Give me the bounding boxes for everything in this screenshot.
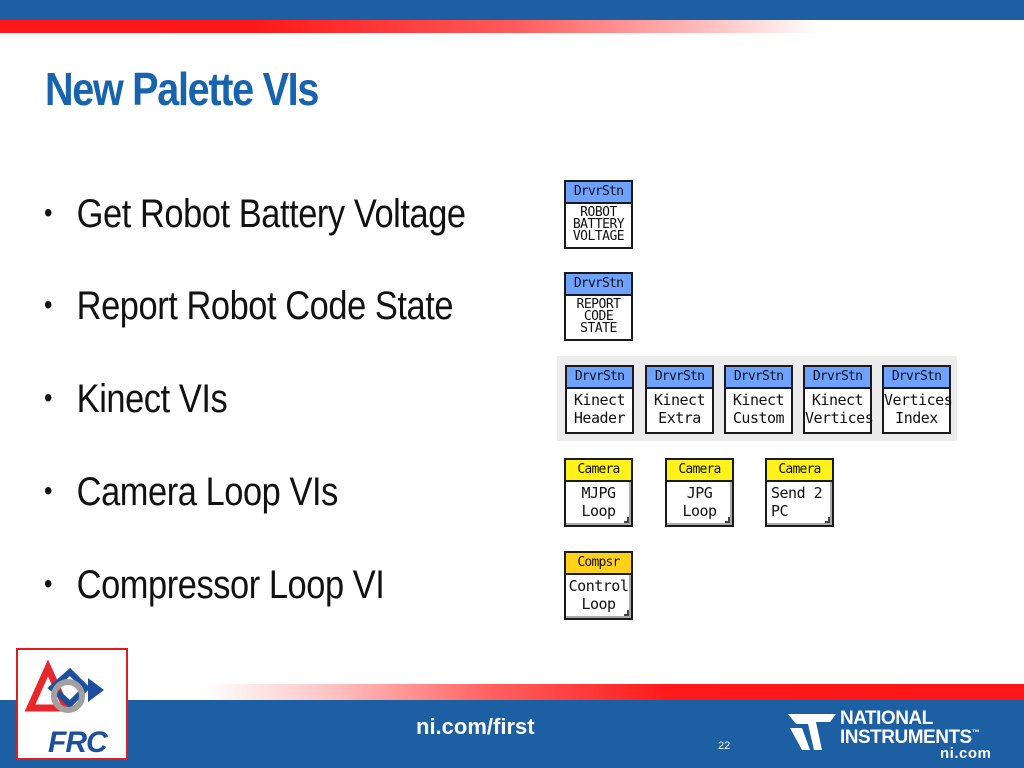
ni-name-text: INSTRUMENTS: [840, 727, 972, 748]
slide-title: New Palette VIs: [45, 63, 319, 115]
loop-corner-icon: [624, 517, 629, 523]
camera-send-2-pc-vi-icon[interactable]: Camera Send 2 PC: [765, 458, 834, 527]
bullet-text: Get Robot Battery Voltage: [76, 192, 466, 236]
icon-label: Control Loop: [568, 577, 629, 613]
bullet-item: • Kinect VIs: [44, 377, 228, 422]
icon-header: DrvrStn: [726, 367, 791, 389]
top-blue-band: [0, 0, 1024, 20]
camera-jpg-loop-vi-icon[interactable]: Camera JPG Loop: [665, 458, 734, 527]
compressor-control-loop-vi-icon[interactable]: Compsr Control Loop: [564, 551, 633, 620]
loop-corner-icon: [624, 610, 629, 616]
icon-header: Camera: [767, 460, 832, 482]
bullet-marker: •: [44, 382, 53, 413]
icon-label: JPG Loop: [682, 484, 717, 520]
bottom-blue-band: [0, 700, 1024, 768]
icon-label: Kinect Vertices: [805, 391, 874, 427]
icon-header: Camera: [667, 460, 732, 482]
ni-eagle-icon: [788, 714, 836, 750]
bullet-marker: •: [44, 289, 53, 320]
icon-label: ROBOT BATTERY VOLTAGE: [572, 205, 625, 244]
icon-header: DrvrStn: [567, 367, 632, 389]
icon-label: MJPG Loop: [581, 484, 616, 520]
icon-label: Kinect Extra: [653, 391, 706, 427]
ni-name-line2: INSTRUMENTS™: [840, 727, 980, 749]
icon-label: Send 2 PC: [771, 484, 823, 520]
frc-emblem-icon: [24, 659, 104, 713]
footer-url: ni.com/first: [416, 714, 535, 739]
bullet-item: • Get Robot Battery Voltage: [44, 192, 466, 237]
bullet-text: Kinect VIs: [76, 377, 228, 421]
report-code-state-vi-icon[interactable]: DrvrStn REPORT CODE STATE: [564, 272, 633, 341]
vertices-index-vi-icon[interactable]: DrvrStn Vertices Index: [882, 365, 953, 434]
ni-name-line1: NATIONAL: [840, 708, 933, 729]
bullet-text: Compressor Loop VI: [76, 563, 385, 607]
bullet-item: • Report Robot Code State: [44, 284, 454, 329]
ni-domain: ni.com: [940, 745, 992, 762]
icon-header: DrvrStn: [884, 367, 949, 389]
icon-header: DrvrStn: [566, 182, 631, 204]
loop-corner-icon: [825, 517, 830, 523]
icon-label: Vertices Index: [884, 391, 953, 427]
icon-header: DrvrStn: [566, 274, 631, 296]
frc-logo: FRC: [16, 648, 128, 760]
icon-header: DrvrStn: [647, 367, 712, 389]
bullet-item: • Camera Loop VIs: [44, 470, 338, 515]
icon-label: REPORT CODE STATE: [576, 297, 621, 336]
bullet-text: Camera Loop VIs: [76, 470, 339, 514]
icon-label: Kinect Custom: [732, 391, 785, 427]
bullet-marker: •: [44, 568, 53, 599]
camera-mjpg-loop-vi-icon[interactable]: Camera MJPG Loop: [564, 458, 633, 527]
frc-text: FRC: [48, 726, 108, 759]
national-instruments-logo: NATIONAL INSTRUMENTS™ ni.com: [786, 708, 1018, 766]
ni-trademark: ™: [971, 728, 980, 737]
bullet-marker: •: [44, 197, 53, 228]
battery-voltage-vi-icon[interactable]: DrvrStn ROBOT BATTERY VOLTAGE: [564, 180, 633, 249]
bullet-marker: •: [44, 475, 53, 506]
icon-label: Kinect Header: [573, 391, 626, 427]
icon-header: Compsr: [566, 553, 631, 575]
kinect-vertices-vi-icon[interactable]: DrvrStn Kinect Vertices: [803, 365, 874, 434]
kinect-extra-vi-icon[interactable]: DrvrStn Kinect Extra: [645, 365, 714, 434]
page-number: 22: [718, 740, 731, 752]
kinect-custom-vi-icon[interactable]: DrvrStn Kinect Custom: [724, 365, 793, 434]
bottom-red-stripe: [0, 684, 1024, 700]
icon-header: DrvrStn: [805, 367, 870, 389]
top-red-stripe: [0, 20, 1024, 33]
bullet-text: Report Robot Code State: [76, 284, 454, 328]
kinect-header-vi-icon[interactable]: DrvrStn Kinect Header: [565, 365, 634, 434]
loop-corner-icon: [725, 517, 730, 523]
icon-header: Camera: [566, 460, 631, 482]
bullet-item: • Compressor Loop VI: [44, 563, 385, 608]
